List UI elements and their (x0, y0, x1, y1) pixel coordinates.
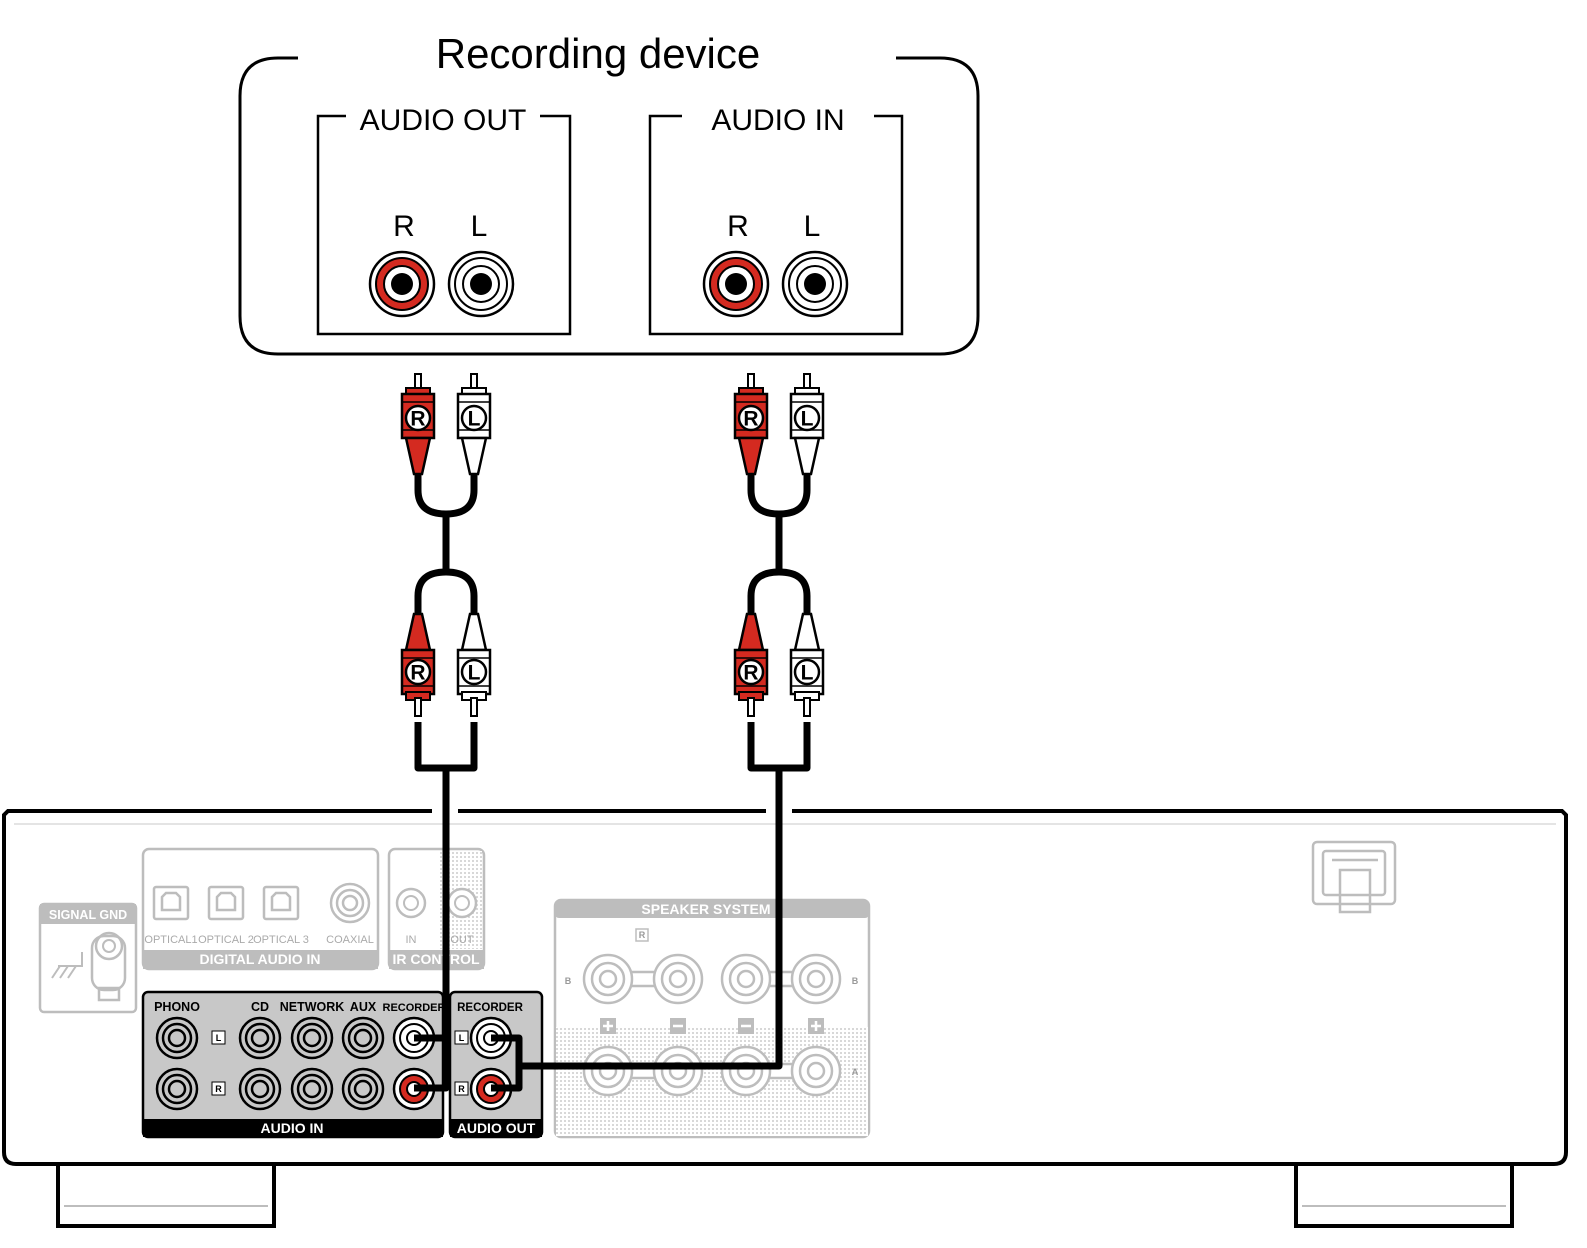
cable1-top-r-plug: R (400, 373, 436, 476)
speaker-a-label: A (852, 1067, 859, 1077)
audio-in-r-jack (702, 250, 770, 318)
ir-control-label: IR CONTROL (392, 951, 480, 967)
amp-audio-in-label: AUDIO IN (261, 1120, 324, 1136)
signal-gnd-terminal: SIGNAL GND (38, 902, 138, 1014)
cable2-top-fork (747, 474, 811, 518)
cable1-bottom-r-plug: R (400, 612, 436, 717)
coaxial-label: COAXIAL (326, 934, 374, 946)
amp-audio-out-label: AUDIO OUT (457, 1120, 536, 1136)
digital-audio-in-panel: DIGITAL AUDIO IN OPTICAL1 OPTICAL 2 OPTI… (141, 847, 380, 971)
amplifier-foot-left (56, 1162, 276, 1228)
amplifier-foot-right (1294, 1162, 1514, 1228)
aux-label: AUX (350, 1000, 377, 1014)
audio-in-l-label: L (804, 210, 821, 243)
cd-label: CD (251, 1000, 269, 1014)
cable2-top-r-plug-letter: R (743, 408, 758, 431)
amp-audio-in-panel: AUDIO IN PHONO CD NETWORK AUX RECORDER L… (141, 990, 446, 1139)
cable1-top-fork (414, 474, 478, 518)
audio-in-l-jack (781, 250, 849, 318)
cable1-top-l-plug-letter: L (468, 408, 481, 431)
speaker-b-right-label: B (852, 976, 859, 986)
audio-in-ch-r: R (215, 1084, 222, 1094)
cable2-bottom-l-plug-letter: L (801, 662, 814, 685)
audio-in-ch-l: L (216, 1033, 222, 1043)
cable1-bottom-l-plug: L (456, 612, 492, 717)
cable1-bottom-fork (414, 568, 478, 614)
optical3-label: OPTICAL 3 (253, 934, 309, 946)
cable2-bottom-l-plug: L (789, 612, 825, 717)
audio-out-l-jack (447, 250, 515, 318)
network-label: NETWORK (280, 1000, 345, 1014)
cable1-u-loop (414, 722, 478, 772)
cable2-bottom-fork (747, 568, 811, 614)
audio-out-l-label: L (471, 210, 488, 243)
cable2-bottom-r-plug-letter: R (743, 662, 758, 685)
optical2-label: OPTICAL 2 (198, 934, 254, 946)
signal-gnd-label: SIGNAL GND (49, 908, 127, 922)
audio-in-r-label: R (727, 210, 749, 243)
audio-in-jacks (155, 1016, 385, 1111)
audio-in-label: AUDIO IN (711, 104, 844, 137)
cable1-top-l-plug: L (456, 373, 492, 476)
cable1-bottom-l-plug-letter: L (468, 662, 481, 685)
amplifier: SIGNAL GND DIGITAL AUDIO IN (2, 809, 1568, 1228)
ir-control-panel: IR CONTROL IN OUT (387, 847, 486, 971)
audio-out-r-label: R (393, 210, 415, 243)
audio-in-box (648, 114, 904, 336)
audio-out-r-jack (368, 250, 436, 318)
speaker-system-label: SPEAKER SYSTEM (641, 901, 770, 917)
cable2-top-l-plug-letter: L (801, 408, 814, 431)
optical1-label: OPTICAL1 (144, 934, 197, 946)
rca-plugs: R L R L R L R L (400, 373, 825, 717)
speaker-b-left-label: B (565, 976, 572, 986)
speaker-r-label: R (639, 930, 646, 940)
cable2-top-l-plug: L (789, 373, 825, 476)
speaker-system-panel: SPEAKER SYSTEM R B B A (553, 898, 871, 1139)
cable2-top-r-plug: R (733, 373, 769, 476)
audio-out-box (316, 114, 572, 336)
recording-device: Recording device AUDIO OUT R L AUDIO IN … (238, 30, 980, 356)
audio-out-label: AUDIO OUT (360, 104, 527, 137)
phono-label: PHONO (154, 1000, 200, 1014)
cable-wires (414, 474, 811, 1092)
recording-device-title: Recording device (436, 30, 761, 77)
audio-out-ch-r: R (458, 1084, 465, 1094)
ir-in-label: IN (406, 934, 417, 946)
cable1-top-r-plug-letter: R (410, 408, 425, 431)
cable1-run (414, 768, 450, 1092)
cable2-u-loop (747, 722, 811, 772)
cable2-run (491, 768, 783, 1092)
recorder-out-label: RECORDER (457, 1002, 524, 1014)
cable2-bottom-r-plug: R (733, 612, 769, 717)
recorder-in-label: RECORDER (383, 1002, 446, 1014)
cable1-bottom-r-plug-letter: R (410, 662, 425, 685)
audio-out-ch-l: L (459, 1033, 465, 1043)
ir-out-label: OUT (450, 934, 474, 946)
recording-device-outline (238, 56, 980, 356)
digital-audio-in-label: DIGITAL AUDIO IN (199, 951, 320, 967)
power-inlet (1311, 840, 1397, 914)
